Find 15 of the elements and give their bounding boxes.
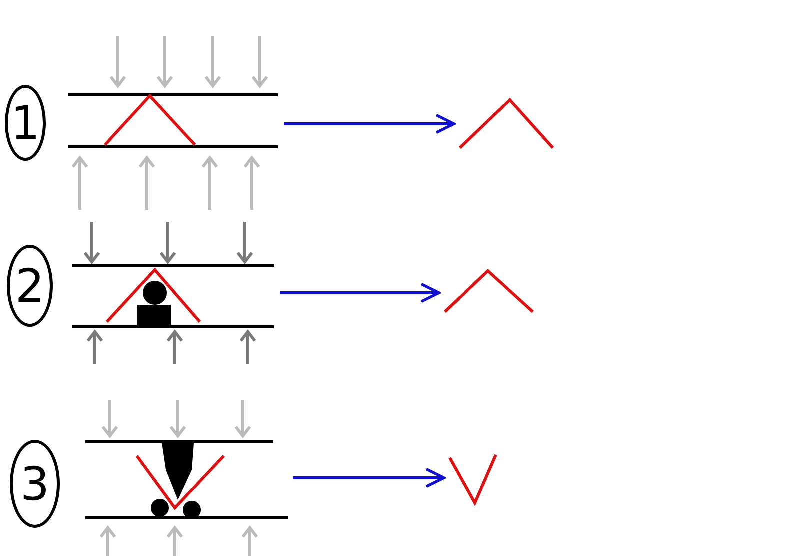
press-drawing: [68, 34, 278, 212]
bent-shape-drawing: [444, 268, 534, 314]
number-oval: [7, 245, 53, 327]
arrow: [293, 468, 446, 488]
bent-shape-drawing: [458, 98, 554, 150]
step-number: 1: [10, 100, 40, 146]
number-oval: [10, 440, 60, 528]
press-drawing: [72, 220, 274, 366]
number-oval: [5, 85, 46, 161]
step-number: 3: [20, 461, 50, 507]
press-drawing: [85, 398, 288, 556]
bent-shape-drawing: [448, 454, 498, 506]
arrow: [284, 114, 456, 134]
arrow: [280, 282, 440, 304]
step-number: 2: [15, 263, 45, 309]
